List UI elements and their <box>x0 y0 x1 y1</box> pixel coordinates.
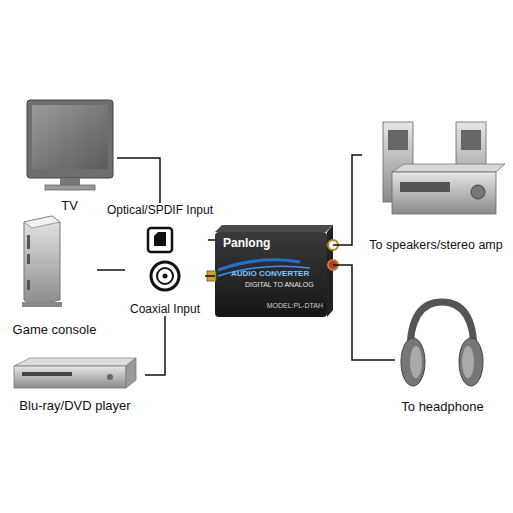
cable-line <box>97 269 125 271</box>
player-icon <box>14 358 136 388</box>
speakers-node: To speakers/stereo amp <box>362 112 510 252</box>
speakers-icon <box>383 122 505 214</box>
headphone-icon <box>401 302 483 386</box>
coaxial-port: Coaxial Input <box>125 258 205 316</box>
tv-node: TV <box>22 95 117 213</box>
player-node: Blu-ray/DVD player <box>5 355 145 413</box>
cable-line <box>145 316 165 375</box>
node-label: AUDIO CONVERTER <box>231 269 309 278</box>
node-label: To speakers/stereo amp <box>369 238 502 252</box>
coaxial-port-icon <box>151 262 179 290</box>
optical-port-icon <box>148 228 172 252</box>
node-label: Coaxial Input <box>130 302 200 316</box>
node-label: TV <box>61 198 78 213</box>
node-label: To headphone <box>401 399 483 414</box>
node-label: DIGITAL TO ANALOG <box>245 281 314 288</box>
cable-line <box>333 155 362 245</box>
cable-line <box>208 239 215 241</box>
cable-line <box>205 275 215 277</box>
node-label: Game console <box>13 322 97 337</box>
cable-line <box>333 265 395 360</box>
cable-line <box>117 158 160 203</box>
console-node: Game console <box>12 212 97 337</box>
optical-port: Optical/SPDIF Input <box>112 203 208 255</box>
headphone-node: To headphone <box>395 298 490 414</box>
converter-body <box>207 225 338 317</box>
tv-icon <box>27 100 113 190</box>
node-label: MODEL:PL-DTAH <box>267 302 323 309</box>
converter-box: PanlongAUDIO CONVERTER DIGITAL TO ANALOG M… <box>215 225 333 317</box>
node-label: Panlong <box>223 236 270 250</box>
node-label: Blu-ray/DVD player <box>19 398 130 413</box>
console-icon <box>22 216 62 307</box>
node-label: Optical/SPDIF Input <box>107 203 213 217</box>
